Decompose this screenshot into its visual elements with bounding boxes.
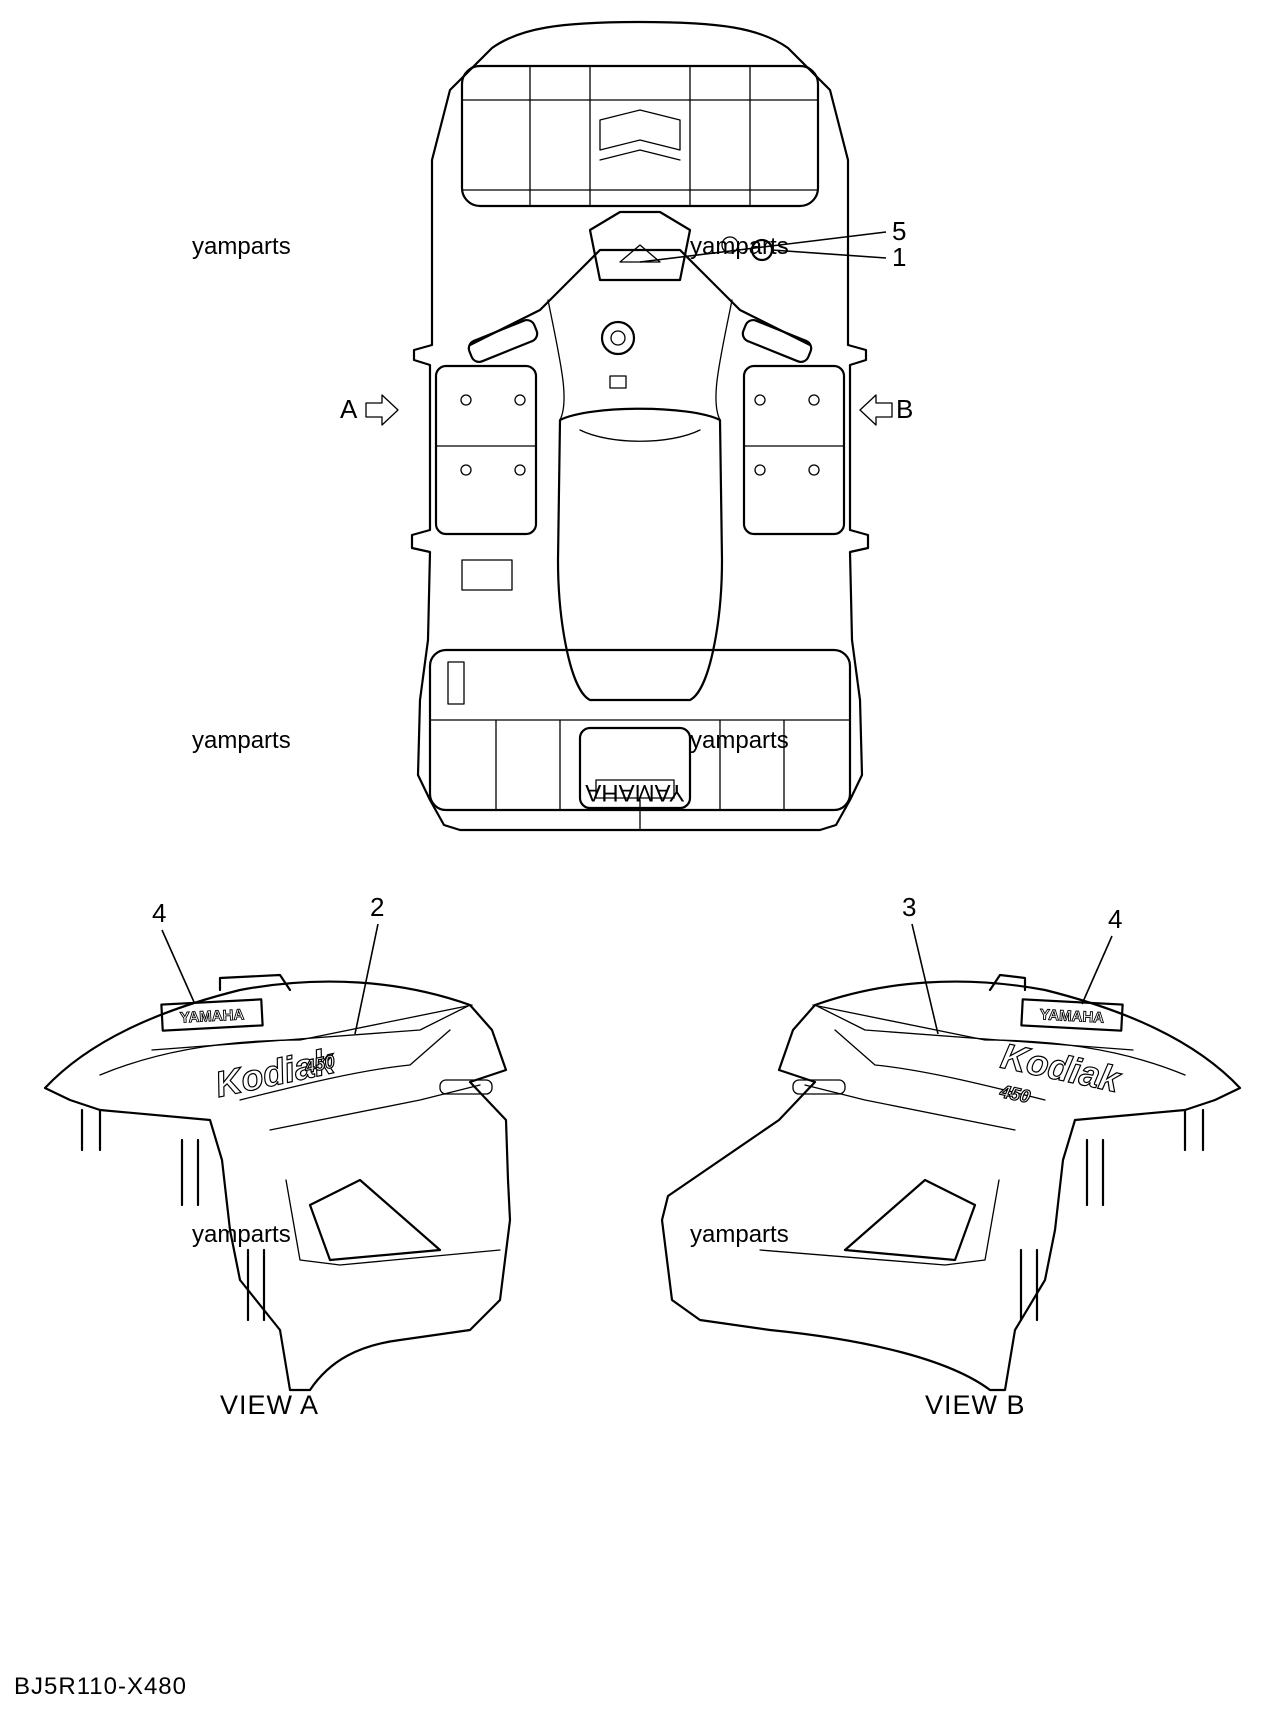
watermark-1: yamparts xyxy=(192,233,291,260)
instrument-cluster xyxy=(588,210,692,282)
rear-plate xyxy=(578,726,692,810)
arrow-b-icon xyxy=(859,394,893,426)
watermark-6: yamparts xyxy=(690,1221,789,1248)
seat xyxy=(556,407,724,702)
yamaha-decal-left: YAMAHA xyxy=(179,1006,244,1026)
right-fender-top-edge xyxy=(988,973,1027,992)
model-decal-left: 450 xyxy=(302,1051,337,1077)
callout-2: 2 xyxy=(370,892,384,922)
callout-3: 3 xyxy=(902,892,916,922)
model-decal-right: 450 xyxy=(997,1081,1032,1107)
callout-1: 1 xyxy=(892,242,906,272)
diagram-code: BJ5R110-X480 xyxy=(14,1673,187,1700)
view-a-drawing: YAMAHA Kodiak 450 xyxy=(43,973,512,1392)
warning-label-rect-2 xyxy=(447,661,465,705)
view-arrow-b: B xyxy=(859,394,913,426)
callout-4-right: 4 xyxy=(1108,904,1122,934)
fuel-cap xyxy=(600,320,636,356)
leader-1 xyxy=(771,249,887,259)
view-b-drawing: YAMAHA Kodiak 450 xyxy=(660,973,1242,1392)
left-fender-top-edge xyxy=(218,973,292,992)
view-a-label: VIEW A xyxy=(220,1390,319,1420)
right-footboard xyxy=(742,364,846,536)
leader-2 xyxy=(354,923,379,1035)
yamaha-decal-left-box xyxy=(160,998,264,1032)
arrow-b-label: B xyxy=(896,394,913,424)
left-fender-outline xyxy=(43,980,512,1392)
leader-4-right xyxy=(1081,935,1113,1005)
watermark-4: yamparts xyxy=(690,727,789,754)
callout-5: 5 xyxy=(892,216,906,246)
atv-body-outline xyxy=(410,20,870,832)
atv-top-view: YAMAHA xyxy=(410,20,870,832)
view-b-label: VIEW B xyxy=(925,1390,1026,1420)
yamaha-decal-right: YAMAHA xyxy=(1039,1006,1104,1026)
warning-label-rect xyxy=(461,559,513,591)
right-side-recess xyxy=(843,1178,977,1262)
left-footboard xyxy=(434,364,538,536)
leader-4-left xyxy=(161,929,195,1003)
view-arrow-a: A xyxy=(340,394,399,426)
handlebar xyxy=(468,248,812,347)
right-grip xyxy=(741,319,813,363)
yamaha-decal-right-box xyxy=(1020,998,1124,1032)
rear-yamaha-decal: YAMAHA xyxy=(585,779,685,806)
callout-4-left: 4 xyxy=(152,898,166,928)
watermark-3: yamparts xyxy=(192,727,291,754)
left-side-recess xyxy=(308,1178,442,1262)
arrow-a-label: A xyxy=(340,394,358,424)
right-fender-outline xyxy=(660,980,1242,1392)
watermark-5: yamparts xyxy=(192,1221,291,1248)
watermark-2: yamparts xyxy=(690,233,789,260)
leader-3 xyxy=(911,923,939,1035)
arrow-a-icon xyxy=(365,394,399,426)
leader-5 xyxy=(639,231,887,263)
left-grip xyxy=(467,319,539,363)
front-rack xyxy=(460,64,820,208)
